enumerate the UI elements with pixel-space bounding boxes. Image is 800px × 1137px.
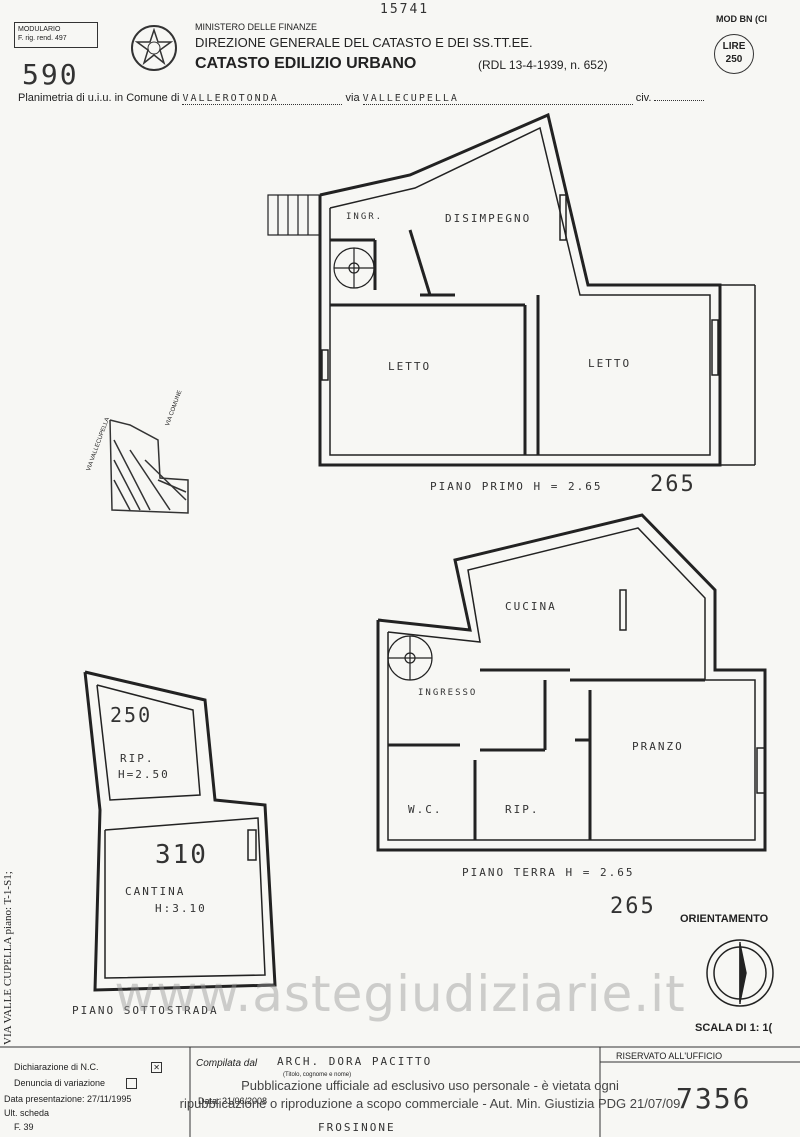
notice-line-1: Pubblicazione ufficiale ad esclusivo uso… [241,1078,619,1093]
data-presentazione: Data presentazione: 27/11/1995 [4,1094,132,1104]
footer-grid [0,1046,800,1137]
sottostrada-walls [83,670,277,992]
footer-dichiarazione: Dichiarazione di N.C. ✕ [14,1062,163,1074]
modulario-ref: F. rig. rend. 497 [18,35,67,42]
notice-line-2: ripubblicazione o riproduzione a scopo c… [179,1096,681,1111]
compilata-label: Compilata dal [196,1058,258,1069]
watermark: www.astegiudiziarie.it [114,965,686,1023]
catasto-title: CATASTO EDILIZIO URBANO [195,55,417,72]
foglio-label: F. 39 [14,1122,34,1132]
footer-denuncia: Denuncia di variazione [14,1078,137,1090]
modulario-box: MODULARIO F. rig. rend. 497 [14,22,98,48]
primo-room-letto-1: LETTO [388,360,432,373]
compass-icon [706,939,774,1007]
primo-room-disimpegno: DISIMPEGNO [445,212,532,225]
scale-label: SCALA DI 1: 1( [695,1022,773,1034]
terra-walls [376,513,767,852]
location-line: Planimetria di u.i.u. in Comune di VALLE… [18,92,788,105]
terra-room-wc: W.C. [408,803,443,816]
dichiarazione-label: Dichiarazione di N.C. [14,1062,99,1072]
sheet-number: 590 [22,58,79,91]
modulario-title: MODULARIO [18,26,61,33]
lire-stamp: LIRE 250 [714,34,754,74]
side-address: VIA VALLE CUPELLA piano: T-1-S1; [2,871,14,1045]
emblem-icon [131,25,177,71]
location-sketch [109,419,189,514]
sotto-hand-cantina: 310 [155,840,208,870]
titolo-note: (Titolo, cognome e nome) [283,1072,352,1078]
primo-walls [318,112,722,467]
denuncia-checkbox [125,1078,137,1090]
terra-room-ingresso: INGRESSO [418,688,478,698]
via-label: via [345,92,360,104]
via-value: VALLECUPELLA [362,93,633,105]
civ-label: civ. [635,92,652,104]
mod-label: MOD BN (CI [716,14,767,24]
primo-plan-label: PIANO PRIMO H = 2.65 [430,480,603,493]
sotto-room-rip-height: H=2.50 [118,768,170,781]
primo-room-ingresso: INGR. [346,212,384,222]
data-label: Data: 21/06/2008 [198,1096,268,1106]
denuncia-label: Denuncia di variazione [14,1078,106,1088]
lire-value: 250 [725,54,743,65]
direction-label: DIREZIONE GENERALE DEL CATASTO E DEI SS.… [195,35,533,50]
dichiarazione-checkbox: ✕ [151,1062,163,1074]
scheda-label: Ult. scheda [4,1108,50,1118]
orientamento-label: ORIENTAMENTO [680,913,769,925]
terra-plan-label: PIANO TERRA H = 2.65 [462,866,635,879]
sotto-room-cantina-height: H:3.10 [155,902,207,915]
top-note: 15741 [380,2,430,17]
stamp-number: 7356 [676,1082,752,1115]
terra-details [387,589,766,794]
ministry-label: MINISTERO DELLE FINANZE [195,22,318,32]
sotto-plan-label: PIANO SOTTOSTRADA [72,1004,219,1017]
terra-room-cucina: CUCINA [505,600,557,613]
compilata-value: ARCH. DORA PACITTO [277,1055,433,1068]
location-prefix: Planimetria di u.i.u. in Comune di [18,92,180,104]
terra-hand-height: 265 [610,894,656,919]
provincia-value: FROSINONE [318,1121,396,1134]
primo-hand-height: 265 [650,472,696,497]
sotto-room-rip: RIP. [120,752,155,765]
terra-room-rip: RIP. [505,803,540,816]
riservato-label: RISERVATO ALL'UFFICIO [616,1051,723,1061]
comune-value: VALLEROTONDA [182,93,343,105]
sotto-room-cantina: CANTINA [125,885,186,898]
sotto-hand-rip: 250 [110,703,153,727]
terra-room-pranzo: PRANZO [632,740,684,753]
primo-stairs [267,194,375,289]
law-reference: (RDL 13-4-1939, n. 652) [478,58,608,72]
primo-room-letto-2: LETTO [588,357,632,370]
lire-label: LIRE [722,41,746,52]
